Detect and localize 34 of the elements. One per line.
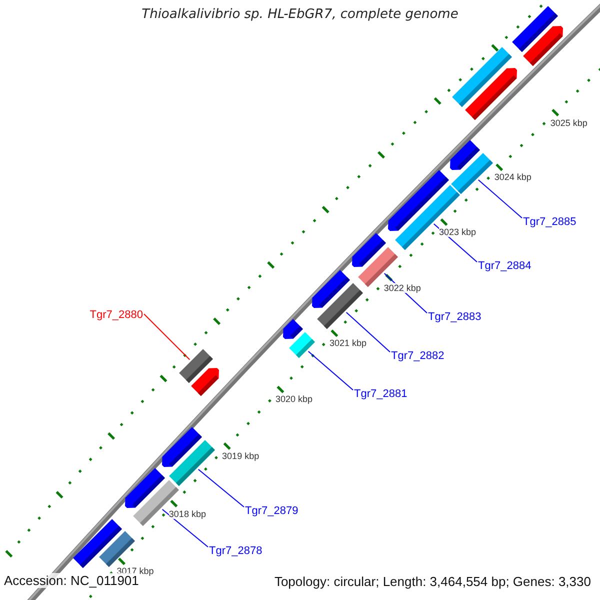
gene-bar	[465, 68, 517, 120]
gene-bar	[169, 440, 215, 486]
leader-line	[144, 314, 190, 360]
gene-label: Tgr7_2883	[428, 311, 482, 323]
gene-bar	[317, 283, 363, 329]
leader-line	[478, 179, 522, 218]
tick-label: 3022 kbp	[384, 282, 421, 293]
genome-title: Thioalkalivibrio sp. HL-EbGR7, complete genome	[140, 7, 460, 22]
gene-bar	[523, 26, 563, 66]
genome-stats-text: Topology: circular; Length: 3,464,554 bp; Genes: 3,330	[274, 574, 591, 589]
gene-label: Tgr7_2884	[478, 260, 532, 272]
accession-text: Accession: NC_011901	[4, 573, 139, 588]
gene-bar	[191, 368, 219, 396]
leader-line	[308, 350, 354, 390]
tick-label: 3023 kbp	[438, 227, 476, 238]
gene-label: Tgr7_2878	[209, 545, 262, 557]
leader-line	[346, 312, 390, 352]
leader-line	[162, 508, 208, 548]
tick-label: 3020 kbp	[275, 394, 312, 404]
gene-bar	[283, 319, 303, 339]
gene-label: Tgr7_2879	[245, 505, 298, 517]
gene-bar	[289, 332, 315, 358]
tick-label: 3018 kbp	[168, 508, 206, 519]
gene-label: Tgr7_2880	[90, 309, 143, 321]
leader-line	[198, 468, 244, 508]
gene-label: Tgr7_2885	[523, 216, 576, 228]
tick-label: 3021 kbp	[329, 338, 366, 348]
tick-label: 3019 kbp	[222, 451, 260, 462]
gene-label: Tgr7_2882	[391, 350, 444, 362]
gene-label: Tgr7_2881	[354, 388, 408, 400]
tick-label: 3024 kbp	[494, 172, 532, 182]
tick-label: 3025 kbp	[550, 118, 588, 128]
gene-bar	[99, 531, 135, 567]
gene-bar	[451, 153, 493, 194]
